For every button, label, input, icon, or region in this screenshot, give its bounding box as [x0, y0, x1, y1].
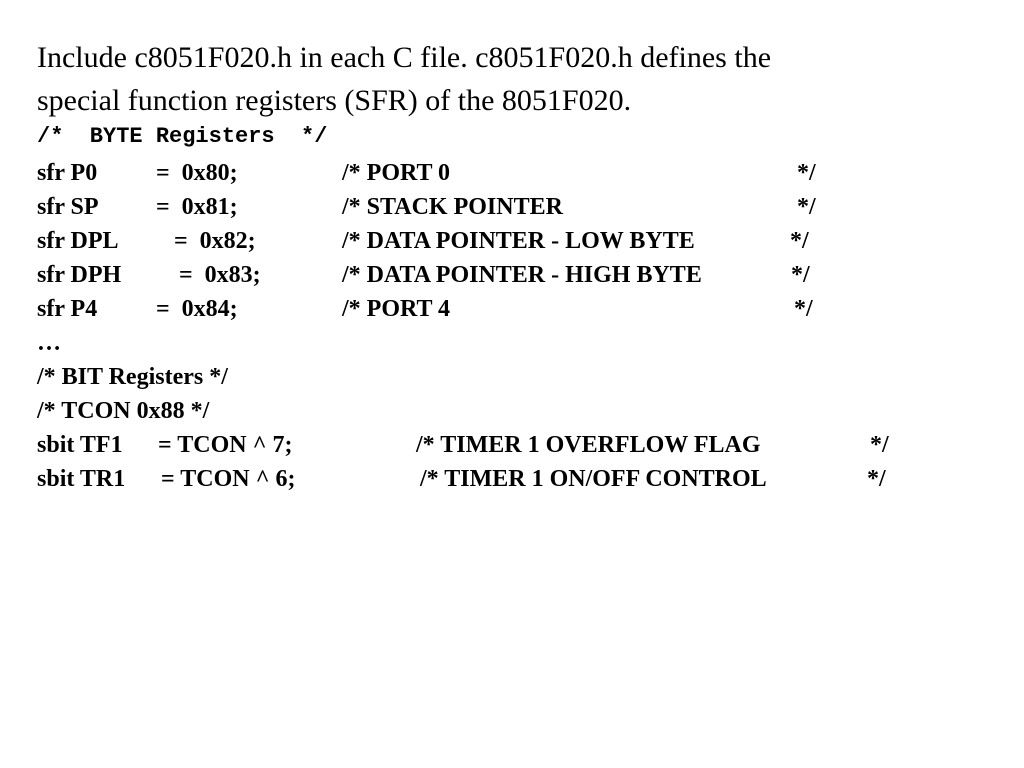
- assignment: = 0x83;: [179, 262, 261, 288]
- comment: /* PORT 0: [342, 160, 451, 186]
- comment-close: */: [790, 228, 809, 254]
- assignment: = 0x81;: [156, 194, 238, 220]
- bit-registers-header: /* BIT Registers */: [37, 364, 228, 390]
- comment-close: */: [794, 296, 813, 322]
- assignment: = TCON ^ 7;: [158, 432, 293, 458]
- comment: /* TIMER 1 ON/OFF CONTROL: [420, 466, 767, 492]
- declaration: sfr DPH: [37, 262, 122, 288]
- intro-line-2: special function registers (SFR) of the …: [37, 84, 632, 117]
- declaration: sbit TR1: [37, 466, 126, 492]
- comment-close: */: [870, 432, 889, 458]
- comment-close: */: [797, 160, 816, 186]
- tcon-header: /* TCON 0x88 */: [37, 398, 210, 424]
- comment-close: */: [867, 466, 886, 492]
- declaration: sbit TF1: [37, 432, 123, 458]
- byte-registers-header: /* BYTE Registers */: [37, 124, 328, 149]
- comment-close: */: [797, 194, 816, 220]
- comment: /* TIMER 1 OVERFLOW FLAG: [416, 432, 761, 458]
- comment: /* DATA POINTER - HIGH BYTE: [342, 262, 702, 288]
- code-ellipsis: …: [37, 330, 61, 356]
- comment: /* STACK POINTER: [342, 194, 563, 220]
- assignment: = TCON ^ 6;: [161, 466, 296, 492]
- assignment: = 0x82;: [174, 228, 256, 254]
- intro-paragraph: Include c8051F020.h in each C file. c805…: [37, 36, 997, 122]
- declaration: sfr SP: [37, 194, 99, 220]
- comment: /* PORT 4: [342, 296, 451, 322]
- comment: /* DATA POINTER - LOW BYTE: [342, 228, 695, 254]
- assignment: = 0x80;: [156, 160, 238, 186]
- declaration: sfr P4: [37, 296, 98, 322]
- declaration: sfr P0: [37, 160, 98, 186]
- assignment: = 0x84;: [156, 296, 238, 322]
- declaration: sfr DPL: [37, 228, 119, 254]
- intro-line-1: Include c8051F020.h in each C file. c805…: [37, 41, 772, 74]
- comment-close: */: [791, 262, 810, 288]
